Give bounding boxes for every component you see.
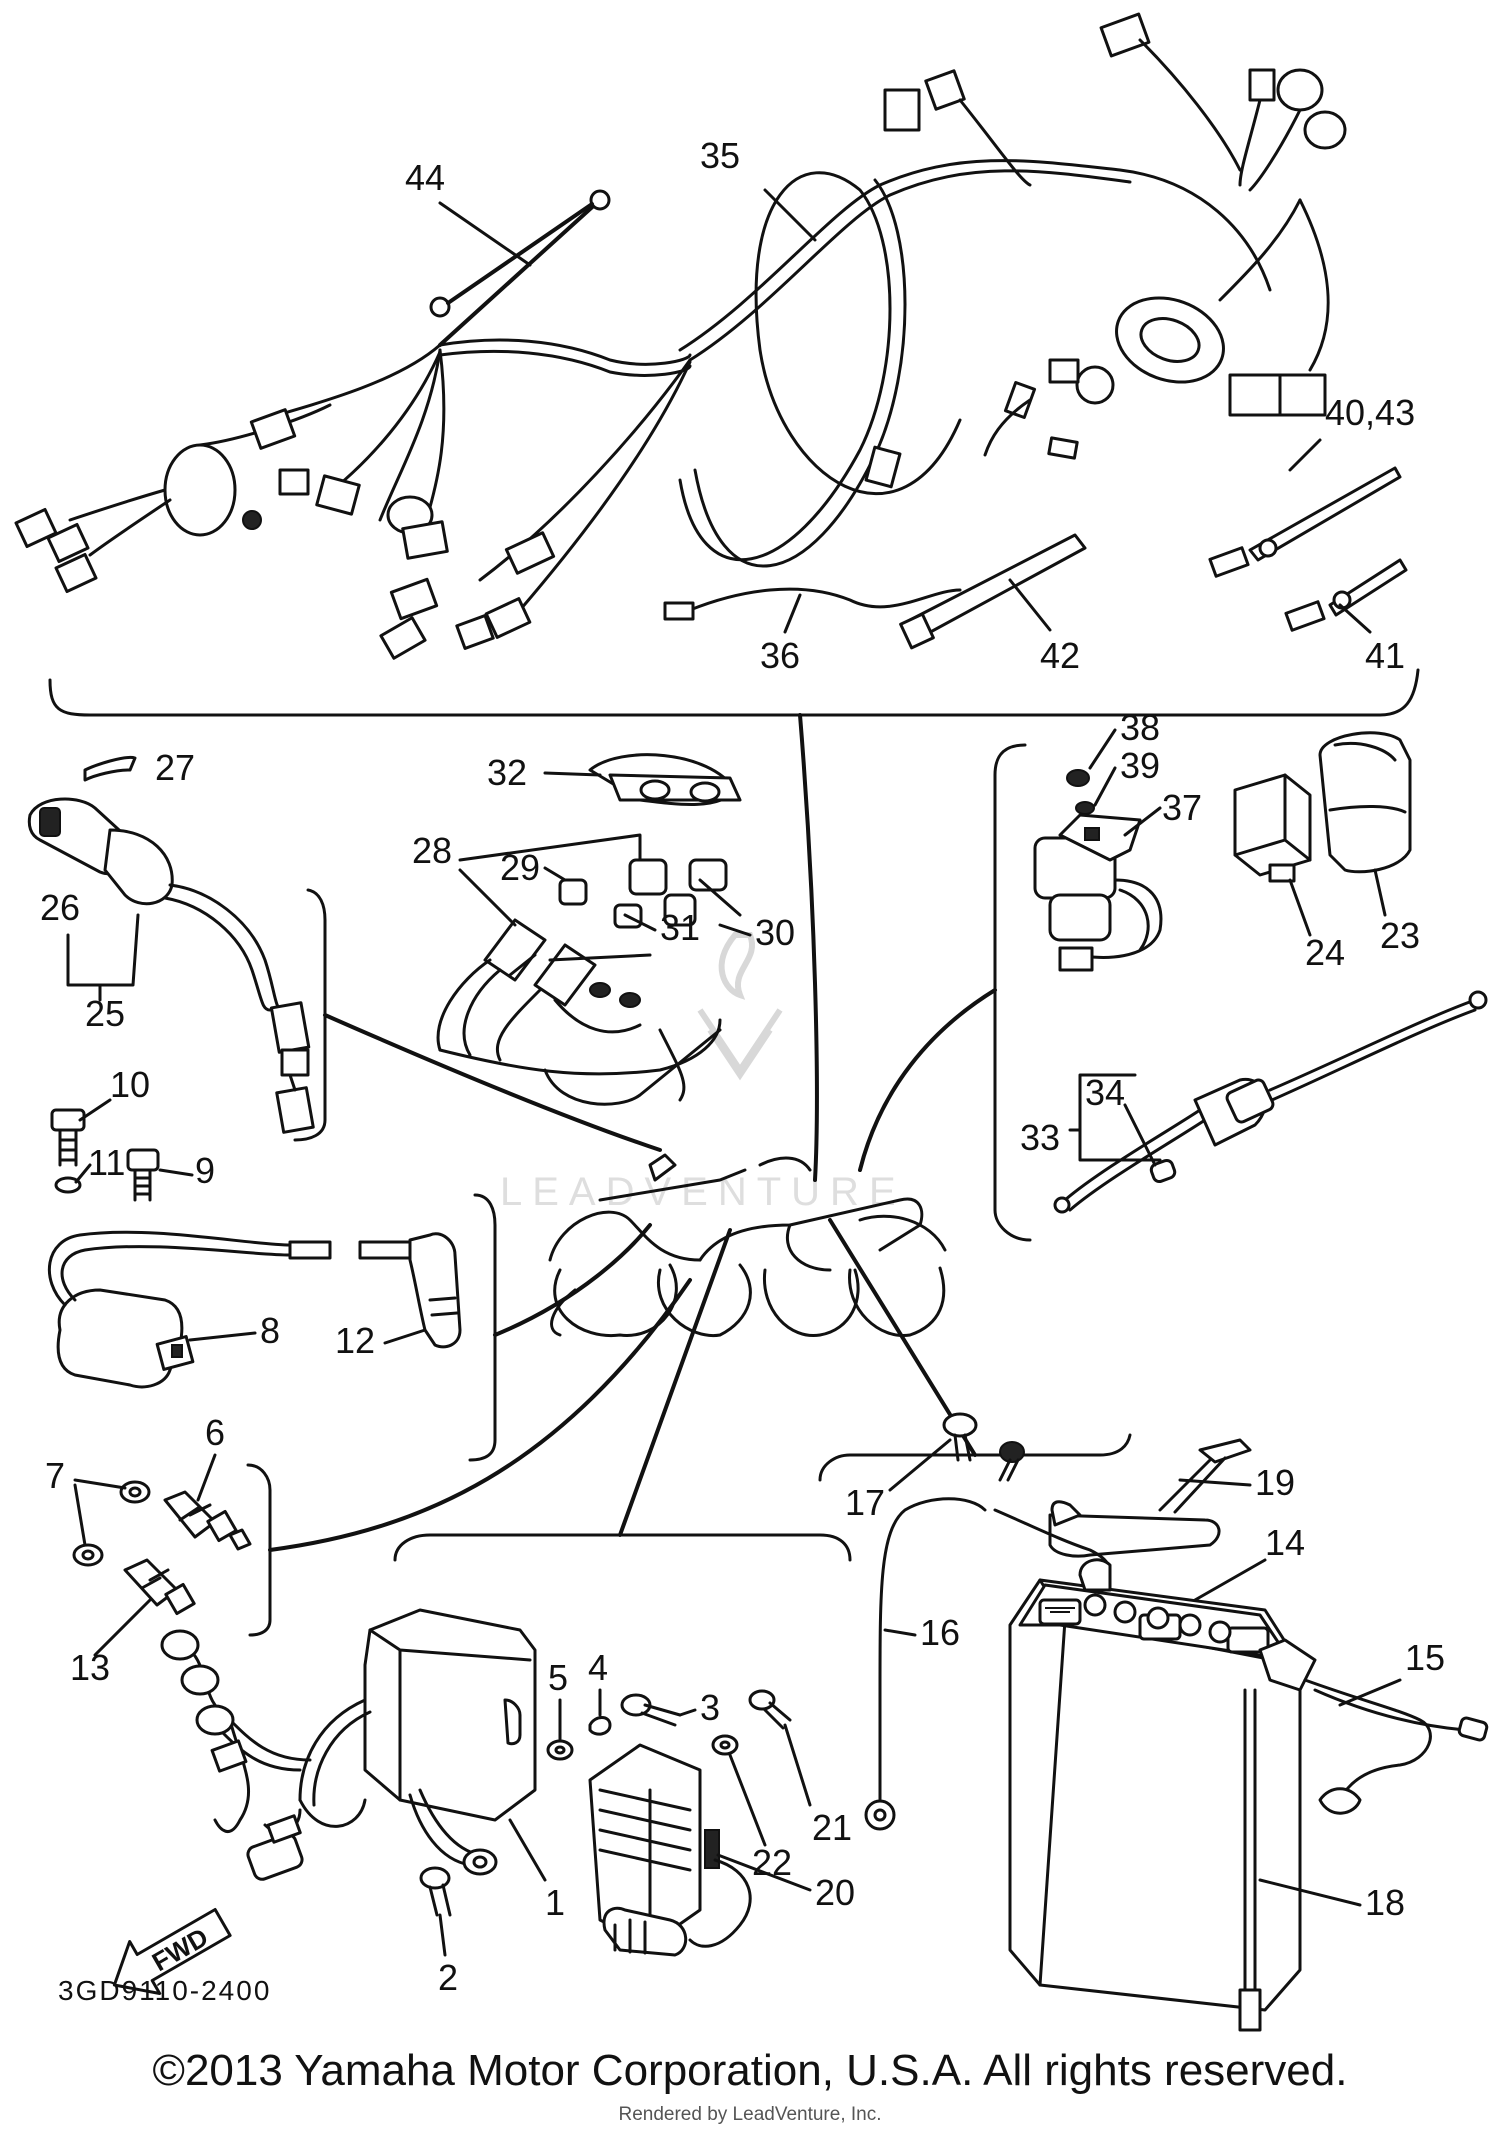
copyright-text: ©2013 Yamaha Motor Corporation, U.S.A. A…	[152, 2046, 1348, 2095]
labels-battery: 17 19 14 16 15 18	[845, 1438, 1445, 1923]
group-bracket-top	[48, 668, 1420, 717]
label-11: 11	[88, 1142, 125, 1183]
label-40-43: 40,43	[1325, 392, 1415, 433]
labels-switch: 32 28 29 31 30	[412, 752, 795, 1102]
label-34: 34	[1085, 1072, 1125, 1113]
cdi-group	[160, 1228, 852, 1957]
label-38: 38	[1120, 707, 1160, 748]
labels-pickup: 27 26 25	[40, 747, 195, 1034]
relay-group	[858, 731, 1488, 1242]
labels-coil: 10 11 9 8 12	[74, 1064, 427, 1361]
labels-relay: 38 39 37 24 23 33 34	[1020, 707, 1420, 1167]
label-44: 44	[405, 157, 445, 198]
label-15: 15	[1405, 1637, 1445, 1678]
label-14: 14	[1265, 1522, 1305, 1563]
label-31: 31	[660, 907, 700, 948]
label-41: 41	[1365, 635, 1405, 676]
label-10: 10	[110, 1064, 150, 1105]
label-28: 28	[412, 830, 452, 871]
labels-top: 44 35 40,43 36 42 41	[405, 135, 1415, 676]
label-39: 39	[1120, 745, 1160, 786]
label-37: 37	[1162, 787, 1202, 828]
label-25: 25	[85, 993, 125, 1034]
sensor-group	[72, 1278, 692, 1637]
label-24: 24	[1305, 932, 1345, 973]
label-6: 6	[205, 1412, 225, 1453]
label-12: 12	[335, 1320, 375, 1361]
fwd-arrow: FWD	[112, 1908, 232, 1995]
watermark: LEADVENTURE	[500, 932, 906, 1214]
label-1: 1	[545, 1882, 565, 1923]
ignition-coil-group	[48, 1108, 652, 1462]
reference-code: 3GD9110-2400	[58, 1975, 272, 2006]
label-9: 9	[195, 1150, 215, 1191]
pickup-coil-group	[27, 755, 662, 1152]
label-8: 8	[260, 1310, 280, 1351]
label-5: 5	[548, 1657, 568, 1698]
label-18: 18	[1365, 1882, 1405, 1923]
label-36: 36	[760, 635, 800, 676]
labels-cdi: 1 2 3 4 5 21 22 20	[438, 1647, 855, 1998]
label-33: 33	[1020, 1117, 1060, 1158]
label-19: 19	[1255, 1462, 1295, 1503]
label-23: 23	[1380, 915, 1420, 956]
label-21: 21	[812, 1807, 852, 1848]
label-2: 2	[438, 1957, 458, 1998]
switch-group	[436, 753, 742, 1106]
label-35: 35	[700, 135, 740, 176]
label-16: 16	[920, 1612, 960, 1653]
label-27: 27	[155, 747, 195, 788]
rendered-by-text: Rendered by LeadVenture, Inc.	[618, 2104, 882, 2125]
battery-group	[818, 1218, 1489, 2032]
label-29: 29	[500, 847, 540, 888]
label-7: 7	[45, 1455, 65, 1496]
label-20: 20	[815, 1872, 855, 1913]
watermark-text: LEADVENTURE	[500, 1170, 906, 1214]
label-30: 30	[755, 912, 795, 953]
label-32: 32	[487, 752, 527, 793]
label-17: 17	[845, 1482, 885, 1523]
label-42: 42	[1040, 635, 1080, 676]
labels-sensor: 7 6 13	[45, 1412, 225, 1688]
label-26: 26	[40, 887, 80, 928]
label-13: 13	[70, 1647, 110, 1688]
wire-harness-assembly	[14, 12, 1408, 660]
label-3: 3	[700, 1687, 720, 1728]
label-4: 4	[588, 1647, 608, 1688]
